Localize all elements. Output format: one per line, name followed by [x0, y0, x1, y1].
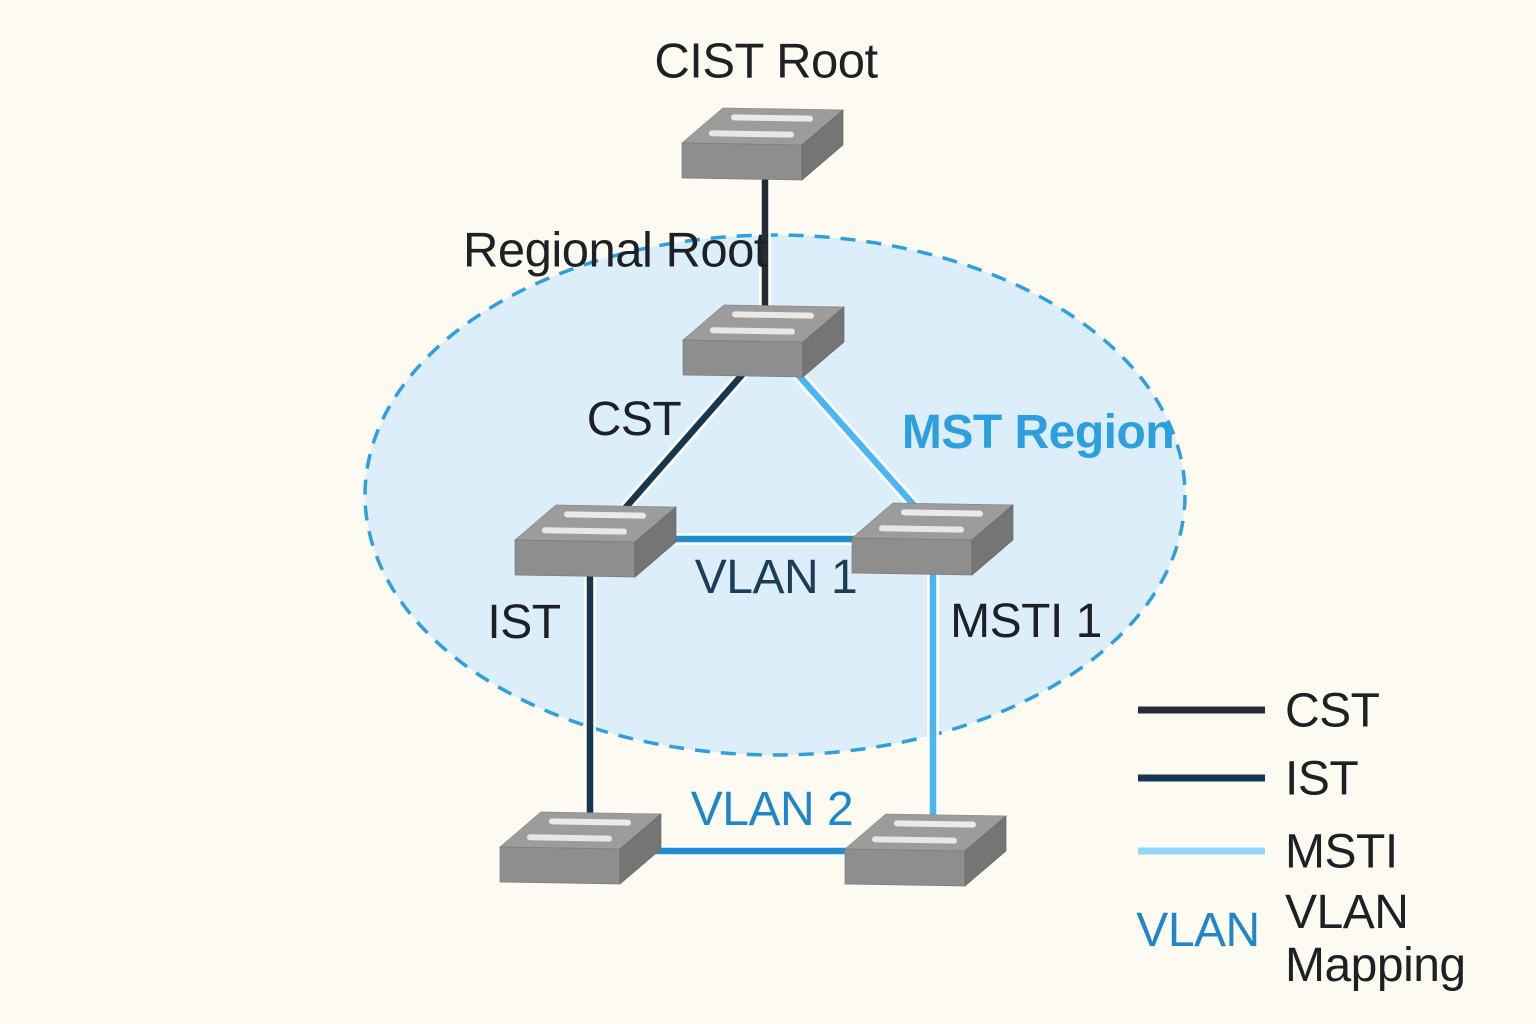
vlan1-edge-label: VLAN 1: [694, 550, 858, 604]
regional-to-left-cst-link: [617, 365, 751, 517]
vlan2-edge-label: VLAN 2: [690, 782, 854, 836]
legend-cst-line-swatch: [1138, 706, 1265, 714]
cist-root-switch-icon: [681, 107, 844, 181]
legend-ist-label: IST: [1285, 752, 1359, 806]
legend-msti-line-swatch: [1138, 847, 1265, 855]
ist-edge-label: IST: [487, 595, 561, 649]
msti1-edge-label: MSTI 1: [950, 594, 1102, 648]
bottom-right-switch-icon: [844, 813, 1007, 887]
legend-cst-label: CST: [1285, 684, 1380, 738]
mst-region-label: MST Region: [901, 405, 1175, 459]
legend-vlan-mapping-label: VLAN Mapping: [1285, 886, 1466, 992]
legend-vlan-text-swatch: VLAN: [1136, 903, 1260, 957]
regional-to-right-msti-link: [789, 365, 923, 515]
cist-root-label: CIST Root: [654, 34, 878, 89]
mst-region-ellipse: [363, 233, 1187, 757]
regional-root-label: Regional Root: [462, 223, 768, 278]
bottom-left-switch-icon: [499, 811, 662, 885]
legend-ist-line-swatch: [1138, 774, 1265, 782]
legend-msti-label: MSTI: [1285, 825, 1398, 879]
cst-edge-label: CST: [586, 392, 682, 446]
